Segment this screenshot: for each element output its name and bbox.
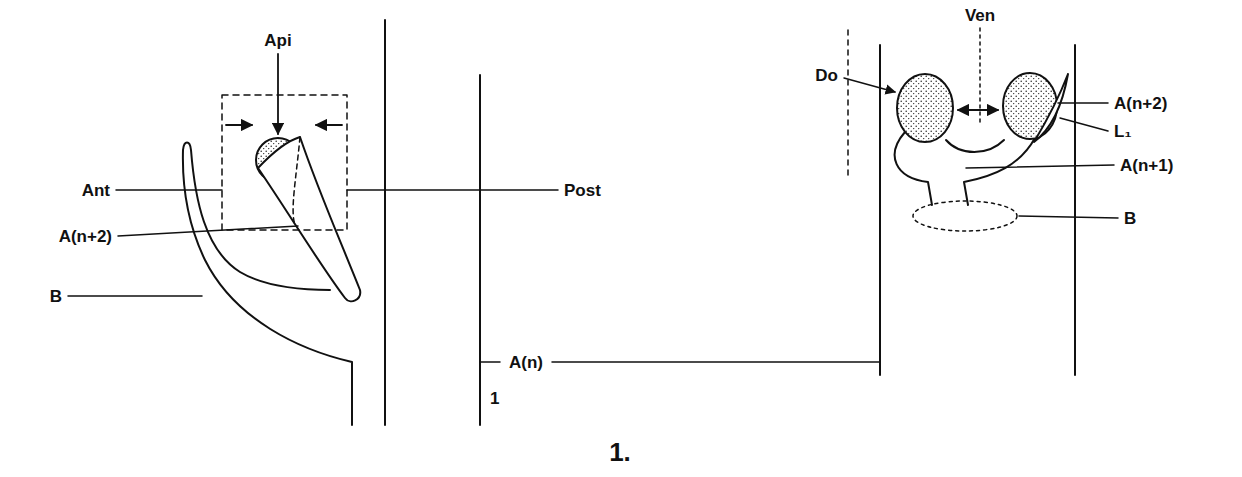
part-label: L₁: [1114, 123, 1131, 140]
part-label: A(n+1): [1120, 157, 1173, 174]
part-label: Ven: [965, 7, 995, 24]
part-label: A(n): [509, 354, 543, 371]
part-label: A(n+2): [59, 228, 112, 245]
part-label: Do: [815, 67, 838, 84]
figure-caption: 1.: [609, 439, 631, 465]
part-label: Post: [564, 182, 601, 199]
part-label: A(n+2): [1114, 95, 1167, 112]
part-label: Ant: [82, 182, 110, 199]
part-label: B: [1124, 210, 1136, 227]
part-label: 1: [490, 390, 499, 407]
part-label: B: [50, 288, 62, 305]
part-label: Api: [264, 32, 291, 49]
